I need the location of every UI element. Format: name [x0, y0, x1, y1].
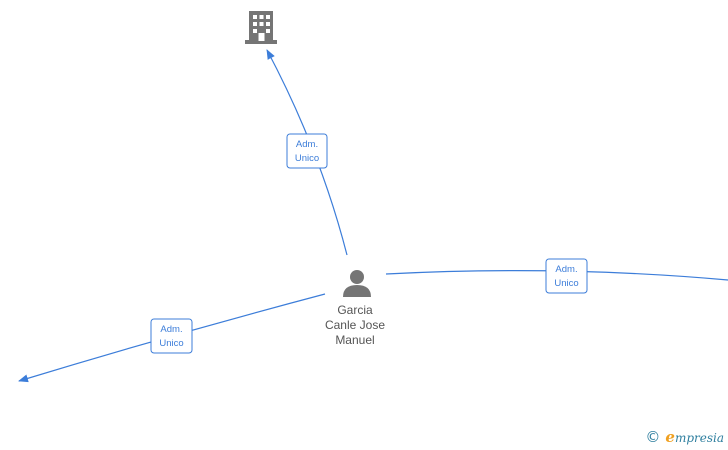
brand-initial: e	[665, 428, 675, 446]
edge-label-to-company[interactable]: Adm. Unico	[286, 133, 328, 169]
person-icon[interactable]	[343, 270, 371, 297]
brand-rest: mpresia	[674, 431, 724, 445]
copyright-symbol: ©	[645, 428, 661, 446]
edge-label-line-2: Unico	[295, 153, 319, 164]
person-name-line-1: Garcia	[337, 303, 373, 317]
edge-label-line-2: Unico	[554, 278, 578, 289]
edge-label-line-1: Adm.	[555, 264, 577, 275]
person-node-label[interactable]: Garcia Canle Jose Manuel	[305, 303, 405, 348]
building-icon[interactable]	[245, 11, 277, 44]
edge-label-to-right[interactable]: Adm. Unico	[545, 258, 588, 294]
brand-logo: empresia	[665, 428, 724, 446]
person-name-line-2: Canle Jose	[324, 318, 386, 332]
edge-label-line-2: Unico	[159, 338, 183, 349]
watermark: © empresia	[645, 428, 724, 446]
edge-label-line-1: Adm.	[296, 139, 318, 150]
edge-label-line-1: Adm.	[160, 324, 182, 335]
person-name-line-3: Manuel	[335, 333, 375, 347]
edge-label-to-left[interactable]: Adm. Unico	[150, 318, 193, 354]
